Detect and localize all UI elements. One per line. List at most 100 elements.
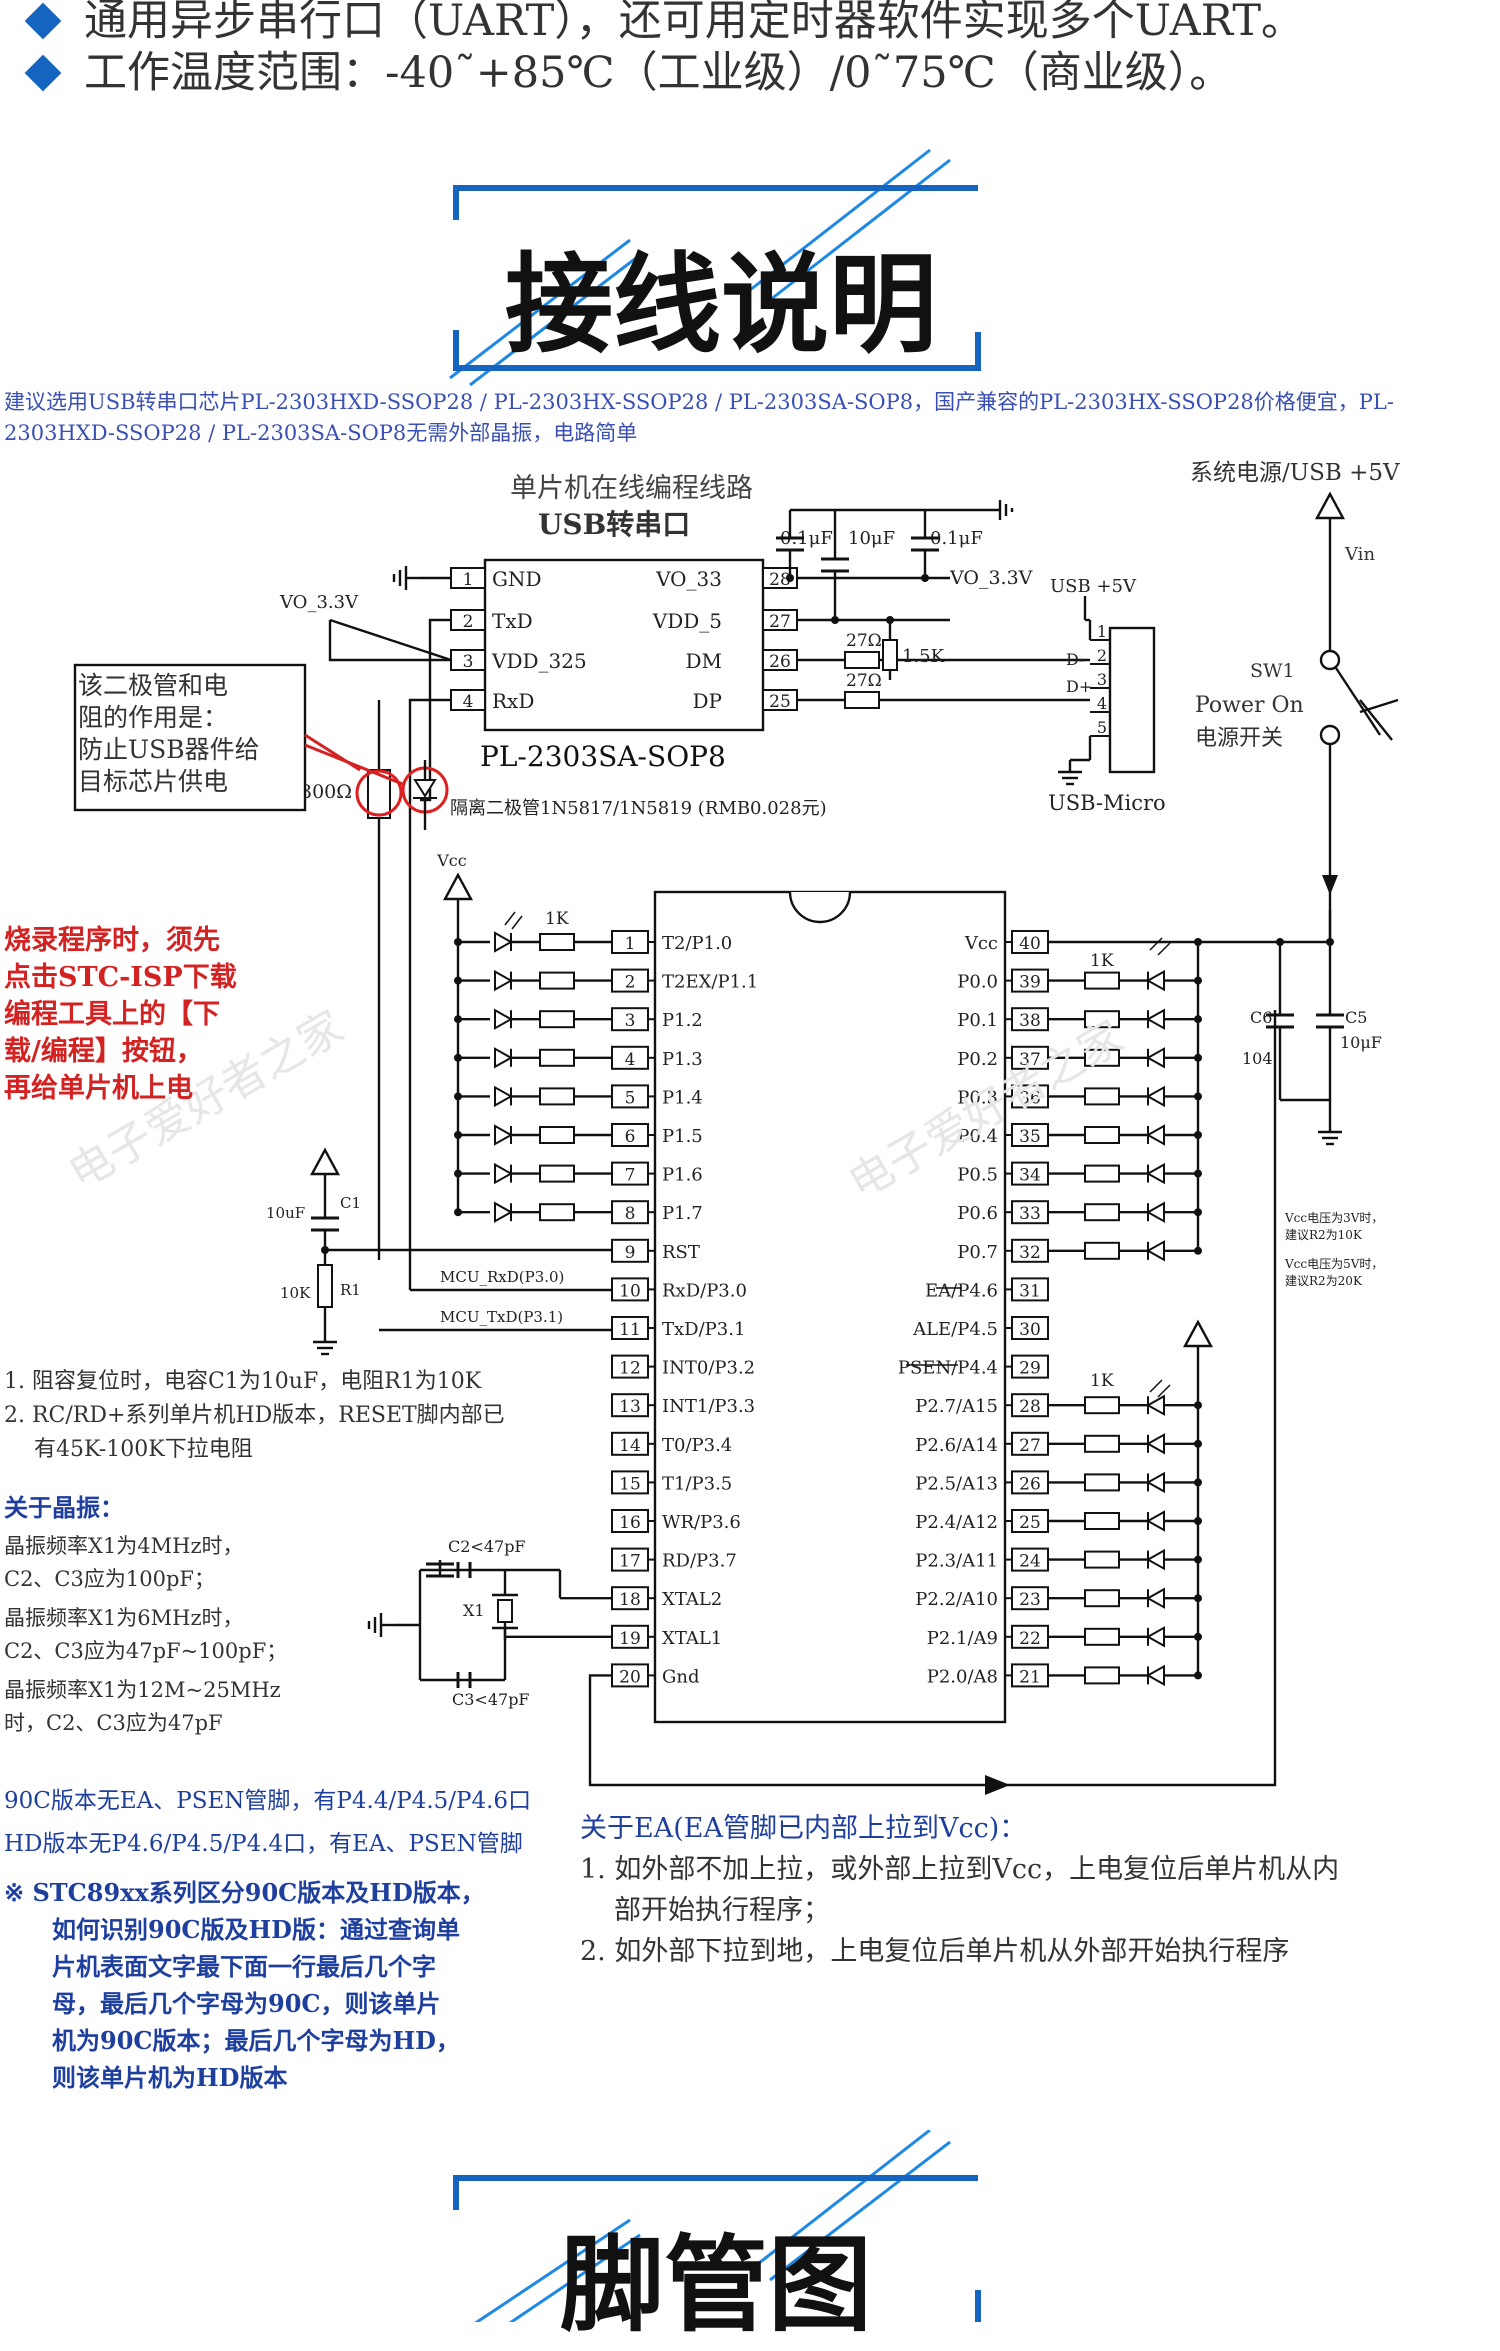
- red-arrow-icon: [304, 743, 406, 787]
- pin-name: VDD_5: [652, 609, 722, 633]
- pin-name: P1.6: [662, 1165, 703, 1186]
- junction-dot: [321, 1246, 329, 1254]
- pin-number: 40: [1019, 934, 1041, 954]
- note-line: ※ STC89xx系列区分90C版本及HD版本，: [4, 1878, 485, 1907]
- pin-number: 28: [769, 570, 791, 590]
- note-line: 时，C2、C3应为47pF: [4, 1711, 223, 1735]
- vcc-note: Vcc电压为5V时，: [1284, 1257, 1383, 1271]
- pin-number: 22: [1019, 1629, 1041, 1649]
- reset-notes: 1. 阻容复位时，电容C1为10uF，电阻R1为10K 2. RC/RD+系列单…: [4, 1365, 564, 1467]
- stc-version-note: ※ STC89xx系列区分90C版本及HD版本， 如何识别90C版及HD版：通过…: [4, 1874, 564, 2096]
- light-emission-icon: [504, 911, 523, 930]
- junction-dot: [831, 616, 839, 624]
- pin-name: Gnd: [662, 1666, 700, 1687]
- online-programming-heading: 单片机在线编程线路: [510, 473, 753, 504]
- resistor-label: 1K: [1090, 1371, 1114, 1391]
- pin-number: 33: [1019, 1204, 1041, 1224]
- diode-purpose-note: 该二极管和电 阻的作用是： 防止USB器件给 目标芯片供电: [78, 670, 298, 798]
- junction-dot: [921, 574, 929, 582]
- junction-dot: [454, 1015, 462, 1024]
- led-icon: [494, 1008, 514, 1030]
- junction-dot: [454, 1092, 462, 1101]
- pin-name: T2EX/P1.1: [662, 972, 758, 993]
- resistor-icon: [1084, 1434, 1120, 1453]
- led-icon: [494, 969, 514, 992]
- capacitor-label: C3<47pF: [452, 1690, 530, 1709]
- pinout-title: 脚管图: [560, 2224, 873, 2346]
- usb-pin-number: 1: [1097, 622, 1107, 641]
- feature-text: 工作温度范围：-40˜+85℃（工业级）/0˜75℃（商业级）。: [84, 48, 1233, 98]
- resistor-icon: [1084, 1203, 1120, 1222]
- pin-name: GND: [492, 567, 542, 591]
- light-emission-icon: [1149, 937, 1171, 956]
- note-line: 目标芯片供电: [78, 767, 229, 796]
- wire: [328, 620, 451, 662]
- note-line: 母，最后几个字母为90C，则该单片: [52, 1989, 441, 2018]
- resistor-label: 10K: [280, 1284, 311, 1302]
- led-icon: [494, 1047, 514, 1069]
- pin-name: TxD: [492, 609, 533, 633]
- feature-text: 通用异步串行口（UART），还可用定时器软件实现多个UART。: [84, 0, 1305, 46]
- capacitor-label: C2<47pF: [448, 1537, 526, 1556]
- resistor-icon: [1084, 1512, 1120, 1530]
- pin-number: 26: [1019, 1474, 1041, 1494]
- chip-recommendation: 建议选用USB转串口芯片PL-2303HXD-SSOP28 / PL-2303H…: [4, 390, 1394, 445]
- capacitor-label: C6: [1250, 1008, 1272, 1027]
- usb-pin-number: 4: [1097, 694, 1107, 713]
- junction-dot: [454, 1131, 462, 1139]
- pin-number: 8: [625, 1204, 636, 1224]
- pin-number: 3: [625, 1011, 636, 1031]
- pin-name: P1.3: [662, 1049, 703, 1070]
- wiring-title: 接线说明: [505, 243, 938, 368]
- crystal-icon: [497, 1599, 513, 1623]
- capacitor-label: C5: [1345, 1008, 1367, 1027]
- note-line: 载/编程】按钮，: [4, 1036, 203, 1067]
- resistor-icon: [1084, 1627, 1120, 1646]
- led-icon: [494, 1085, 514, 1108]
- pin-name: P2.3/A11: [915, 1551, 998, 1572]
- resistor-icon: [844, 651, 880, 669]
- pin-number: 23: [1019, 1590, 1041, 1610]
- resistor-label: 27Ω: [846, 631, 882, 651]
- pin-number: 16: [619, 1513, 641, 1533]
- vcc-arrow-icon: [442, 872, 474, 901]
- pin-name: DM: [685, 649, 722, 673]
- pin-name: P1.4: [662, 1087, 703, 1108]
- note-line: HD版本无P4.6/P4.5/P4.4口，有EA、PSEN管脚: [4, 1831, 523, 1857]
- power-source-label: 系统电源/USB +5V: [1190, 460, 1400, 486]
- pin-name: RxD/P3.0: [662, 1280, 747, 1301]
- mcu-rxd-label: MCU_RxD(P3.0): [440, 1268, 564, 1286]
- pin-name: P0.4: [957, 1126, 998, 1147]
- vcc-note: Vcc电压为3V时，: [1284, 1211, 1383, 1225]
- mcu-chip: [653, 890, 1007, 1724]
- pin-number: 26: [769, 652, 791, 672]
- pin-number: 2: [463, 612, 474, 632]
- resistor-label: 1.5K: [902, 646, 945, 667]
- pin-name: P0.3: [957, 1087, 998, 1108]
- junction-dot: [454, 1208, 462, 1217]
- pin-number: 24: [1019, 1552, 1041, 1572]
- pin-name: RxD: [492, 689, 534, 713]
- cap-label: 10μF: [848, 528, 895, 549]
- led-icon: [1145, 1394, 1165, 1416]
- pin-number: 35: [1019, 1127, 1041, 1147]
- note-line: C2、C3应为100pF；: [4, 1567, 215, 1591]
- pin-name: ALE/P4.5: [912, 1319, 998, 1340]
- pin-number: 11: [619, 1320, 641, 1340]
- resistor-icon: [1084, 1164, 1120, 1183]
- usb-pin-number: 3: [1097, 670, 1107, 689]
- resistor-icon: [882, 639, 898, 671]
- pin-number: 14: [619, 1436, 641, 1456]
- resistor-label: R1: [340, 1281, 361, 1299]
- pin-number: 21: [1019, 1667, 1041, 1687]
- vcc-label: Vcc: [436, 851, 467, 870]
- capacitor-label: 104: [1242, 1049, 1273, 1068]
- resistor-icon: [539, 1087, 575, 1106]
- pin-number: 36: [1019, 1088, 1041, 1108]
- capacitor-label: 10uF: [266, 1204, 305, 1222]
- pin-name: P0.0: [957, 972, 998, 993]
- wiring-title-banner: [449, 148, 981, 387]
- vcc-note: 建议R2为10K: [1285, 1228, 1363, 1242]
- usb-pin-number: 5: [1097, 718, 1107, 737]
